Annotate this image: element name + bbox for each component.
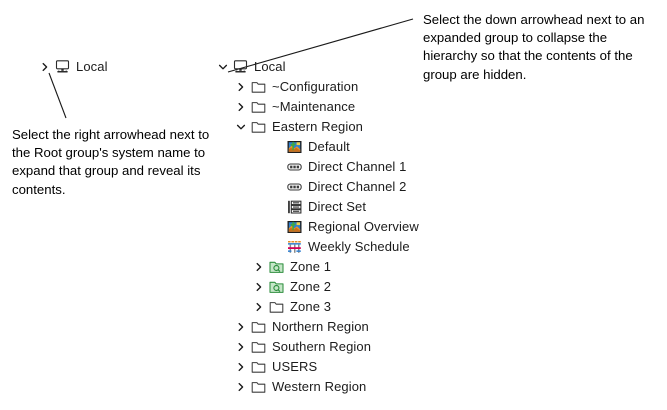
channel-icon xyxy=(286,159,303,175)
chevron-right-icon[interactable] xyxy=(36,57,54,77)
tree-node-label: Direct Set xyxy=(308,199,367,214)
tree-row[interactable]: Zone 3 xyxy=(214,297,419,317)
tree-node-label: Regional Overview xyxy=(308,219,419,234)
map-view-icon xyxy=(286,139,303,155)
tree-row[interactable]: Eastern Region xyxy=(214,117,419,137)
leader-line-left xyxy=(48,72,67,119)
tree-node-label: Zone 3 xyxy=(290,299,332,314)
computer-icon xyxy=(54,59,71,75)
folder-icon xyxy=(250,99,267,115)
chevron-right-icon[interactable] xyxy=(232,357,250,377)
chevron-right-icon[interactable] xyxy=(232,317,250,337)
chevron-right-icon[interactable] xyxy=(250,297,268,317)
tree-node-label: Local xyxy=(76,59,108,74)
folder-green-icon xyxy=(268,279,285,295)
tree-node-label: Direct Channel 2 xyxy=(308,179,407,194)
chevron-right-icon[interactable] xyxy=(232,77,250,97)
tree-node-label: Zone 2 xyxy=(290,279,332,294)
twisty-placeholder xyxy=(268,157,286,177)
tree-node-label: Southern Region xyxy=(272,339,372,354)
map-view-icon xyxy=(286,219,303,235)
tree-row[interactable]: ~Maintenance xyxy=(214,97,419,117)
tree-row[interactable]: Local xyxy=(214,57,419,77)
tree-row[interactable]: Western Region xyxy=(214,377,419,397)
tree-row[interactable]: Regional Overview xyxy=(214,217,419,237)
tree-node-label: Direct Channel 1 xyxy=(308,159,407,174)
tree-node-label: USERS xyxy=(272,359,318,374)
folder-icon xyxy=(250,319,267,335)
tree-row[interactable]: USERS xyxy=(214,357,419,377)
tree-node-label: Default xyxy=(308,139,350,154)
folder-icon xyxy=(250,359,267,375)
folder-icon xyxy=(250,119,267,135)
chevron-right-icon[interactable] xyxy=(250,277,268,297)
tree-row[interactable]: Southern Region xyxy=(214,337,419,357)
tree-row[interactable]: Zone 2 xyxy=(214,277,419,297)
chevron-right-icon[interactable] xyxy=(232,97,250,117)
folder-icon xyxy=(268,299,285,315)
annotation-expand-instruction: Select the right arrowhead next to the R… xyxy=(12,127,210,197)
tree-node-label: Eastern Region xyxy=(272,119,364,134)
tree-row[interactable]: ~Configuration xyxy=(214,77,419,97)
twisty-placeholder xyxy=(268,137,286,157)
tree-node-label: Zone 1 xyxy=(290,259,332,274)
tree-row[interactable]: Direct Set xyxy=(214,197,419,217)
direct-set-icon xyxy=(286,199,303,215)
annotation-collapse-instruction: Select the down arrowhead next to an exp… xyxy=(423,12,645,82)
folder-green-icon xyxy=(268,259,285,275)
schedule-icon xyxy=(286,239,303,255)
tree-node-label: Local xyxy=(254,59,286,74)
chevron-right-icon[interactable] xyxy=(232,377,250,397)
tree-row[interactable]: Northern Region xyxy=(214,317,419,337)
folder-icon xyxy=(250,339,267,355)
folder-icon xyxy=(250,379,267,395)
collapsed-tree: Local xyxy=(36,57,108,77)
chevron-down-icon[interactable] xyxy=(214,57,232,77)
tree-row[interactable]: Weekly Schedule xyxy=(214,237,419,257)
tree-row[interactable]: Zone 1 xyxy=(214,257,419,277)
tree-row[interactable]: Direct Channel 1 xyxy=(214,157,419,177)
chevron-right-icon[interactable] xyxy=(250,257,268,277)
tree-node-label: Western Region xyxy=(272,379,367,394)
tree-row[interactable]: Default xyxy=(214,137,419,157)
tree-row[interactable]: Direct Channel 2 xyxy=(214,177,419,197)
chevron-down-icon[interactable] xyxy=(232,117,250,137)
tree-node-label: ~Maintenance xyxy=(272,99,356,114)
channel-icon xyxy=(286,179,303,195)
twisty-placeholder xyxy=(268,177,286,197)
twisty-placeholder xyxy=(268,197,286,217)
tree-node-label: ~Configuration xyxy=(272,79,359,94)
tree-node-label: Northern Region xyxy=(272,319,369,334)
computer-icon xyxy=(232,59,249,75)
expanded-tree: Local ~Configuration ~Maintenance xyxy=(214,57,419,397)
tree-row[interactable]: Local xyxy=(36,57,108,77)
folder-icon xyxy=(250,79,267,95)
chevron-right-icon[interactable] xyxy=(232,337,250,357)
twisty-placeholder xyxy=(268,237,286,257)
twisty-placeholder xyxy=(268,217,286,237)
tree-node-label: Weekly Schedule xyxy=(308,239,410,254)
